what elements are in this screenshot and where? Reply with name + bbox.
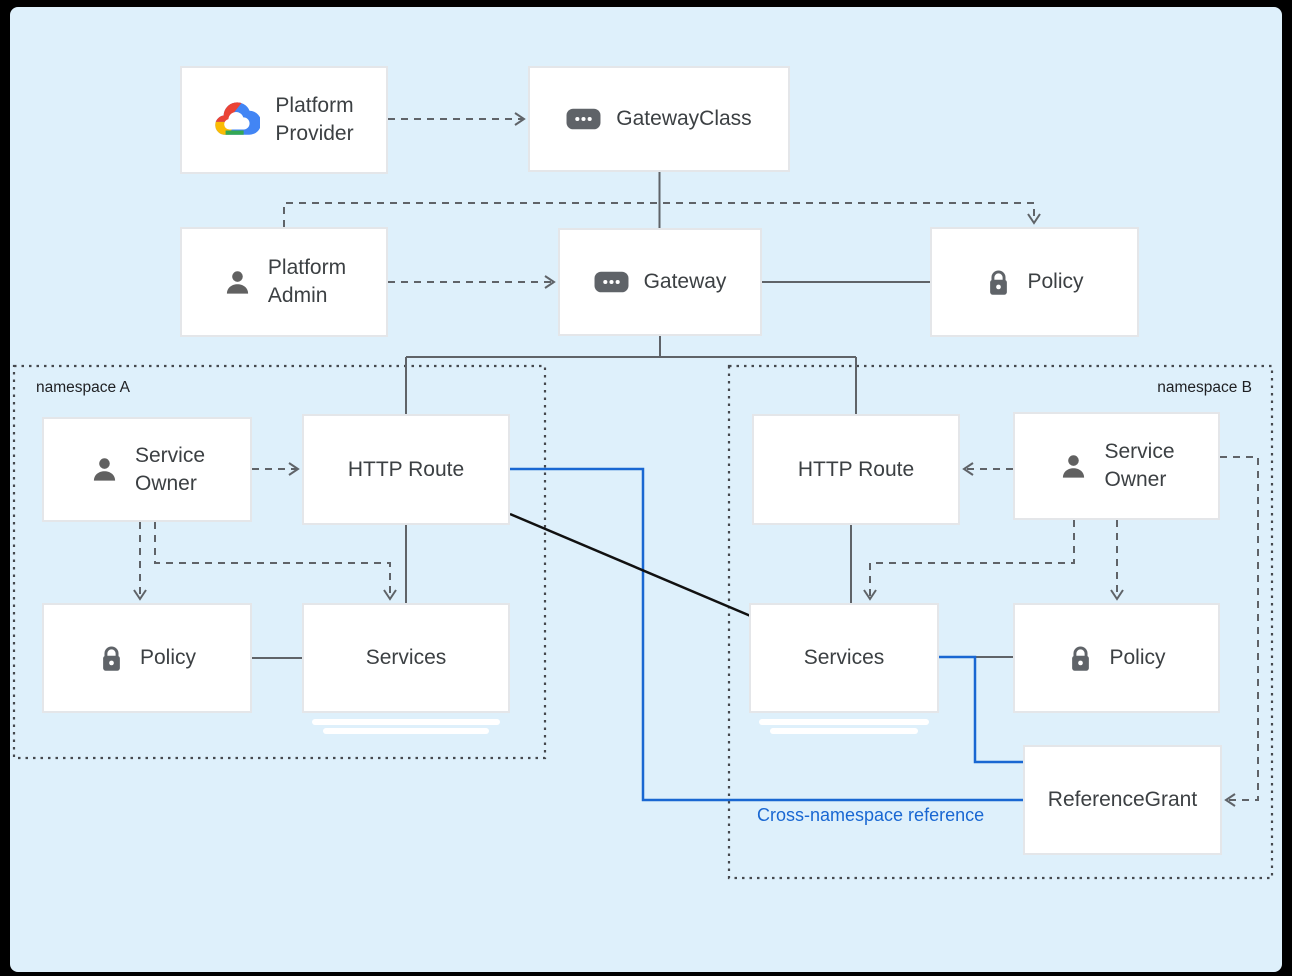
lock-icon	[1067, 644, 1094, 673]
dashed-connectors	[133, 112, 1259, 807]
services-a-stack-line	[323, 728, 489, 734]
node-services-a: Services	[302, 603, 510, 713]
node-label: Policy	[1109, 646, 1166, 670]
node-policy-b: Policy	[1013, 603, 1220, 713]
blue-connectors	[510, 467, 1023, 802]
node-label: HTTP Route	[797, 457, 915, 481]
person-icon	[89, 454, 120, 485]
node-services-b: Services	[749, 603, 939, 713]
node-policy-top: Policy	[930, 227, 1139, 337]
node-label: Policy	[1027, 270, 1084, 294]
node-label: Gateway	[643, 270, 727, 294]
node-label: Services	[803, 646, 885, 670]
resource-chip-icon	[594, 271, 629, 293]
node-gateway-class: GatewayClass	[528, 66, 790, 172]
node-label: Platform Provider	[275, 94, 354, 145]
namespace-borders	[12, 364, 1274, 880]
lock-icon	[985, 268, 1012, 297]
services-b-stack-line	[770, 728, 918, 734]
node-label: ReferenceGrant	[1047, 788, 1198, 812]
node-service-owner-a: Service Owner	[42, 417, 252, 522]
node-label: Services	[365, 646, 447, 670]
node-label: Policy	[139, 646, 197, 670]
node-label: Service Owner	[134, 443, 206, 495]
cross-namespace-caption: Cross-namespace reference	[757, 805, 985, 825]
namespace-a-label: namespace A	[36, 379, 130, 396]
node-label: GatewayClass	[616, 107, 752, 131]
person-icon	[1058, 451, 1089, 482]
namespace-b-border	[727, 364, 1274, 880]
services-a-stack-line	[312, 719, 500, 725]
node-label: Service Owner	[1104, 440, 1175, 491]
google-cloud-icon	[214, 101, 261, 139]
node-policy-a: Policy	[42, 603, 252, 713]
namespace-a-border	[12, 364, 547, 760]
services-b-stack-line	[759, 719, 929, 725]
node-platform-admin: Platform Admin	[180, 227, 388, 337]
namespace-b-label: namespace B	[1157, 379, 1252, 396]
node-reference-grant: ReferenceGrant	[1023, 745, 1222, 855]
node-label: Platform Admin	[267, 256, 347, 307]
solid-connectors	[252, 172, 1013, 659]
node-service-owner-b: Service Owner	[1013, 412, 1220, 520]
node-gateway: Gateway	[558, 228, 762, 336]
cross-namespace-line	[510, 467, 1023, 802]
node-http-route-b: HTTP Route	[752, 414, 960, 525]
node-label: HTTP Route	[347, 457, 465, 481]
resource-chip-icon	[566, 108, 601, 130]
node-http-route-a: HTTP Route	[302, 414, 510, 525]
lock-icon	[98, 644, 125, 673]
node-platform-provider: Platform Provider	[180, 66, 388, 174]
black-connector	[509, 512, 754, 619]
person-icon	[222, 267, 253, 298]
